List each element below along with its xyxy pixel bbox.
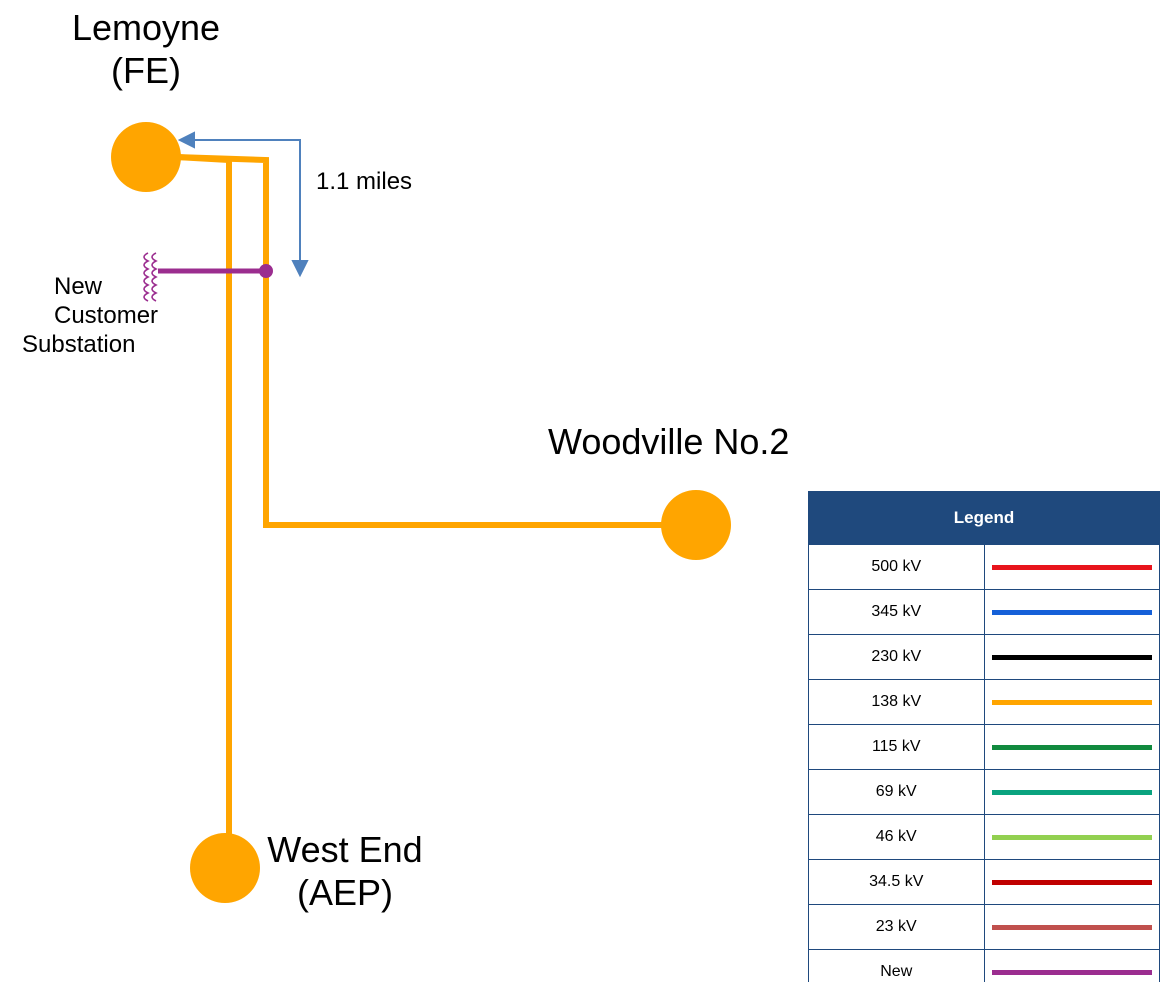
west-end-owner: (AEP) (296, 872, 393, 913)
legend-swatch-cell (983, 904, 1160, 950)
legend-header-row: Legend (808, 491, 1160, 545)
west-end-label: West End (AEP) (240, 828, 450, 914)
legend-voltage-label: 345 kV (808, 589, 985, 635)
customer-line1: New (54, 273, 103, 300)
legend-voltage-label: New (808, 949, 985, 982)
legend-row: 46 kV (808, 814, 1160, 860)
lemoyne-label: Lemoyne (FE) (56, 6, 236, 92)
legend-voltage-label: 230 kV (808, 634, 985, 680)
legend-swatch-cell (983, 859, 1160, 905)
legend-swatch-cell (983, 949, 1160, 982)
distance-label: 1.1 miles (316, 168, 413, 195)
line-lemoyne-west-end (175, 154, 232, 844)
legend-line-swatch (991, 609, 1152, 615)
legend-swatch-cell (983, 679, 1160, 725)
legend-row: 34.5 kV (808, 859, 1160, 905)
legend-voltage-label: 23 kV (808, 904, 985, 950)
legend-voltage-label: 138 kV (808, 679, 985, 725)
legend-row: 23 kV (808, 904, 1160, 950)
west-end-name: West End (267, 829, 423, 870)
legend-line-swatch (991, 834, 1152, 840)
tap-point (259, 264, 273, 278)
lemoyne-name: Lemoyne (71, 7, 221, 48)
legend-swatch-cell (983, 589, 1160, 635)
legend-line-swatch (991, 969, 1152, 975)
legend-swatch-cell (983, 544, 1160, 590)
customer-line3: Substation (22, 331, 136, 358)
legend-line-swatch (991, 744, 1152, 750)
legend-title: Legend (808, 491, 1160, 545)
legend-swatch-cell (983, 634, 1160, 680)
station-woodville (661, 490, 731, 560)
legend-voltage-label: 500 kV (808, 544, 985, 590)
legend-line-swatch (991, 654, 1152, 660)
customer-substation-label: New Customer Substation (22, 272, 159, 359)
legend-row: 69 kV (808, 769, 1160, 815)
woodville-label: Woodville No.2 (548, 421, 790, 462)
legend-line-swatch (991, 564, 1152, 570)
legend-row: 115 kV (808, 724, 1160, 770)
legend-line-swatch (991, 789, 1152, 795)
legend-line-swatch (991, 699, 1152, 705)
legend-row: 500 kV (808, 544, 1160, 590)
legend-line-swatch (991, 924, 1152, 930)
legend-voltage-label: 115 kV (808, 724, 985, 770)
legend-line-swatch (991, 879, 1152, 885)
legend-swatch-cell (983, 724, 1160, 770)
legend-swatch-cell (983, 769, 1160, 815)
legend-row: 230 kV (808, 634, 1160, 680)
legend-row: 345 kV (808, 589, 1160, 635)
legend-voltage-label: 46 kV (808, 814, 985, 860)
legend-voltage-label: 69 kV (808, 769, 985, 815)
transformer-icon (143, 252, 158, 302)
legend-row: 138 kV (808, 679, 1160, 725)
customer-line2: Customer (54, 302, 159, 329)
legend-swatch-cell (983, 814, 1160, 860)
line-lemoyne-woodville (175, 154, 690, 528)
station-lemoyne (111, 122, 181, 192)
lemoyne-owner: (FE) (111, 50, 181, 91)
legend-row: New (808, 949, 1160, 982)
station-west-end (190, 833, 260, 903)
distance-arrow (177, 131, 309, 278)
legend-voltage-label: 34.5 kV (808, 859, 985, 905)
